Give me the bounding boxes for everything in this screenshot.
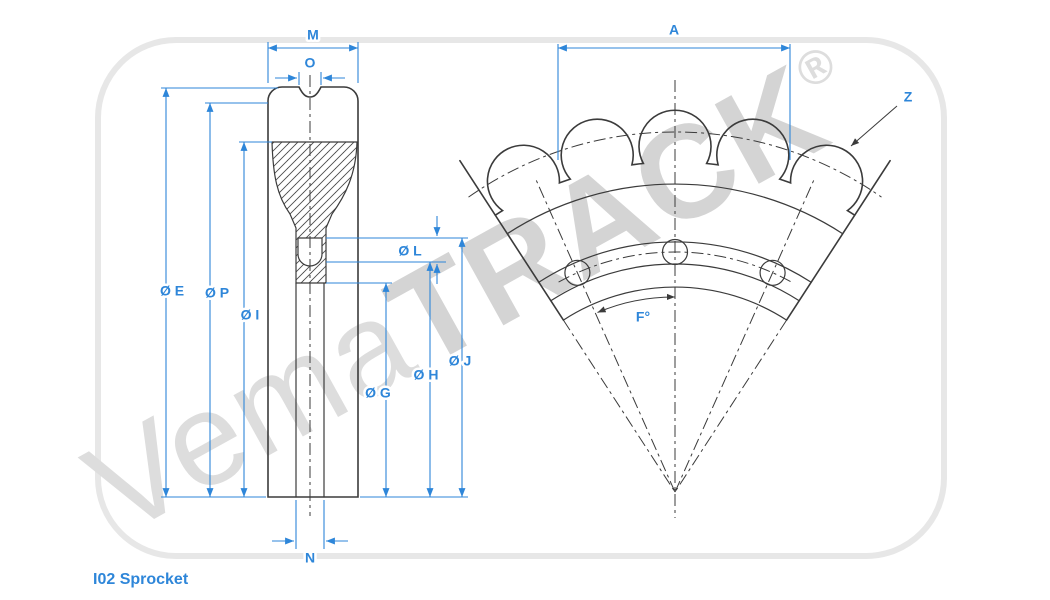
dim-ext-l (326, 237, 468, 263)
dim-label-m: M (307, 27, 319, 43)
dim-label-h: Ø H (414, 367, 439, 383)
section-hub-lines (295, 282, 325, 498)
dim-label-z: Z (904, 89, 913, 105)
watermark: VemaTRACK® (63, 19, 947, 562)
dim-label-o: O (305, 55, 316, 71)
edge-centerline-left (562, 319, 676, 493)
dim-label-j: Ø J (449, 353, 472, 369)
section-dimensions: M O Ø E Ø P Ø I Ø L (157, 24, 473, 568)
bolt-hole-right (759, 259, 786, 286)
drawing-caption: I02 Sprocket (93, 571, 189, 588)
bolt-hole-left (564, 259, 591, 286)
dim-label-f: F° (636, 309, 650, 325)
bolt-circle-arc (558, 251, 792, 283)
sector-centerlines (468, 80, 882, 518)
watermark-border (95, 37, 947, 559)
dim-label-e: Ø E (160, 283, 184, 299)
leader-line-z (850, 105, 898, 147)
dim-label-l: Ø L (398, 243, 422, 259)
radial-centerline-left (534, 176, 676, 493)
sector-view: A Z F° (459, 19, 915, 518)
sector-edges (459, 159, 891, 321)
pitch-circle-arc (468, 131, 882, 198)
watermark-text: VemaTRACK® (63, 19, 882, 562)
dim-label-a: A (669, 22, 679, 38)
dim-ext-n (295, 500, 325, 549)
radial-centerline-right (674, 176, 816, 493)
dim-ext-o (298, 72, 322, 85)
dim-label-g: Ø G (365, 385, 391, 401)
sector-dimensions: A Z F° (557, 19, 915, 327)
section-outer-profile (267, 86, 359, 498)
dim-label-p: Ø P (205, 285, 229, 301)
section-view: M O Ø E Ø P Ø I Ø L (157, 24, 473, 568)
sector-rim-arc (506, 183, 844, 235)
angle-arc-f (597, 293, 676, 313)
dim-label-n: N (305, 550, 315, 566)
dim-ext-a (557, 44, 791, 160)
dim-label-i: Ø I (241, 307, 260, 323)
edge-centerline-right (674, 319, 788, 493)
